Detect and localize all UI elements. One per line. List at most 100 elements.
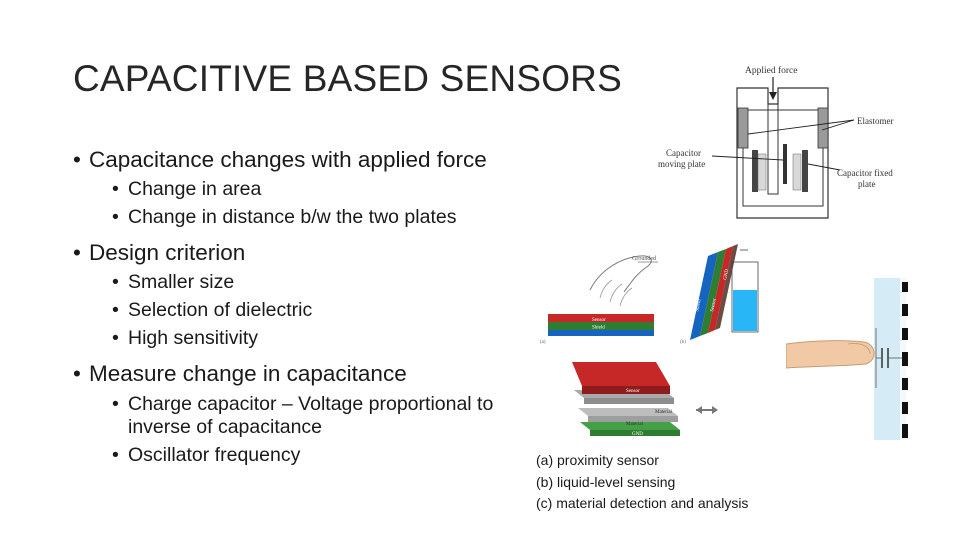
electrode: [902, 402, 908, 414]
vertical-sensor-layer: [708, 246, 733, 333]
sub-bullet: • High sensitivity: [112, 327, 258, 350]
touch-panel: [874, 278, 904, 440]
field-lines: [599, 279, 633, 307]
caption-a: (a) proximity sensor: [536, 452, 659, 468]
moving-plate: [783, 144, 787, 184]
proximity-level-diagram: Grounded Sensor Shield (a) Shield Sensor…: [540, 244, 759, 345]
sensor-layer-label: Sensor: [592, 318, 606, 323]
material-layer: [588, 416, 678, 422]
elastomer-left: [737, 107, 749, 149]
electrode: [902, 282, 908, 292]
gnd-label: GND: [632, 432, 643, 437]
elastomer-label: Elastomer: [857, 116, 894, 126]
sub-bullet-text: High sensitivity: [128, 327, 259, 349]
sub-bullet: • Charge capacitor – Voltage proportional…: [112, 393, 493, 416]
gnd-layer: [590, 430, 680, 436]
shield-layer-label: Shield: [592, 326, 605, 331]
arrowhead-left: [696, 406, 702, 414]
vertical-sensor-label: Sensor: [710, 298, 718, 313]
sub-bullet-text: inverse of capacitance: [128, 416, 323, 438]
bullet-marker: •: [73, 240, 81, 265]
elastomer-leader: [747, 119, 855, 135]
capacitor-fixed-label: Capacitor fixed: [837, 168, 893, 178]
panel-a-label: (a): [540, 340, 546, 345]
force-sensor-diagram: Applied force Elastomer Capacitor moving…: [658, 65, 894, 219]
elastomer-leader: [821, 119, 855, 131]
electrode: [902, 352, 908, 366]
fixed-plate-leader: [807, 163, 841, 171]
bullet-text: Measure change in capacitance: [89, 361, 407, 386]
vertical-gnd-label: GND: [723, 268, 730, 280]
vertical-base-layer: [690, 252, 718, 340]
sub-bullet-text: Oscillator frequency: [128, 444, 301, 466]
material-layer-2: [584, 398, 674, 404]
housing: [736, 87, 829, 219]
sub-bullet-text: Selection of dielectric: [128, 299, 313, 321]
capacitor-fixed-label-2: plate: [858, 179, 876, 189]
capacitor-moving-label-2: moving plate: [658, 159, 705, 169]
dielectric-right: [792, 153, 802, 191]
electrode: [902, 378, 908, 390]
sub-bullet: • Oscillator frequency: [112, 444, 300, 467]
applied-force-label: Applied force: [745, 65, 798, 76]
caption-b: (b) liquid-level sensing: [536, 474, 676, 490]
fixed-plate-right: [802, 150, 808, 192]
bullet-marker: •: [112, 327, 119, 349]
bullet-marker: •: [112, 206, 119, 228]
grounded-label: Grounded: [632, 256, 656, 262]
sub-bullet-text: Charge capacitor – Voltage proportional …: [128, 393, 494, 415]
sensor-plate-label: Sensor: [626, 389, 640, 394]
bullet-marker: •: [73, 361, 81, 386]
finger: [786, 340, 875, 369]
gnd-layer-top: [580, 422, 680, 430]
hand-outline: [589, 255, 652, 293]
bullet-measure: • Measure change in capacitance: [73, 361, 407, 387]
bullet-marker: •: [112, 444, 119, 466]
sub-bullet: • Change in distance b/w the two plates: [112, 206, 456, 229]
sensor-plate-top: [572, 362, 670, 386]
bullet-marker: •: [73, 147, 81, 172]
capacitor-moving-label: Capacitor: [666, 148, 701, 158]
sub-bullet-continuation: inverse of capacitance: [128, 416, 322, 439]
slide-title: CAPACITIVE BASED SENSORS: [73, 58, 622, 99]
bullet-design: • Design criterion: [73, 240, 245, 266]
dielectric-left: [757, 153, 767, 191]
elastomer-right: [817, 107, 829, 149]
material-label-1: Material: [655, 410, 673, 415]
bullet-text: Design criterion: [89, 240, 246, 265]
electrode: [902, 424, 908, 438]
vertical-shield-label: Shield: [695, 298, 703, 312]
electrode: [902, 304, 908, 316]
base-layer: [548, 330, 654, 336]
liquid-container: [731, 261, 759, 333]
caption-c: (c) material detection and analysis: [536, 495, 749, 511]
material-label-2: Material: [626, 422, 644, 427]
sub-bullet-text: Smaller size: [128, 271, 235, 293]
sub-bullet-text: Change in distance b/w the two plates: [128, 206, 457, 228]
sensor-layer: [548, 314, 654, 322]
liquid: [733, 290, 757, 331]
bullet-marker: •: [112, 299, 119, 321]
electrode: [902, 328, 908, 340]
bullet-force: • Capacitance changes with applied force: [73, 147, 487, 173]
fingernail: [847, 343, 871, 355]
material-detection-diagram: Sensor Material Material GND: [572, 362, 718, 437]
sensor-plate-side: [582, 386, 670, 394]
bullet-marker: •: [112, 393, 119, 415]
force-arrowhead: [769, 92, 777, 100]
arrowhead-right: [712, 406, 718, 414]
plunger: [767, 103, 779, 195]
bullet-text: Capacitance changes with applied force: [89, 147, 487, 172]
sub-bullet: • Selection of dielectric: [112, 299, 312, 322]
bullet-marker: •: [112, 178, 119, 200]
moving-plate-leader: [711, 155, 784, 161]
panel-b-label: (b): [680, 340, 686, 345]
bullet-marker: •: [112, 271, 119, 293]
sub-bullet: • Smaller size: [112, 271, 234, 294]
vertical-shield-layer: [700, 249, 726, 336]
fixed-plate-left: [752, 150, 758, 192]
sub-bullet: • Change in area: [112, 178, 261, 201]
shield-layer: [548, 322, 654, 330]
sub-bullet-text: Change in area: [128, 178, 262, 200]
touch-sensor-diagram: [786, 278, 908, 440]
